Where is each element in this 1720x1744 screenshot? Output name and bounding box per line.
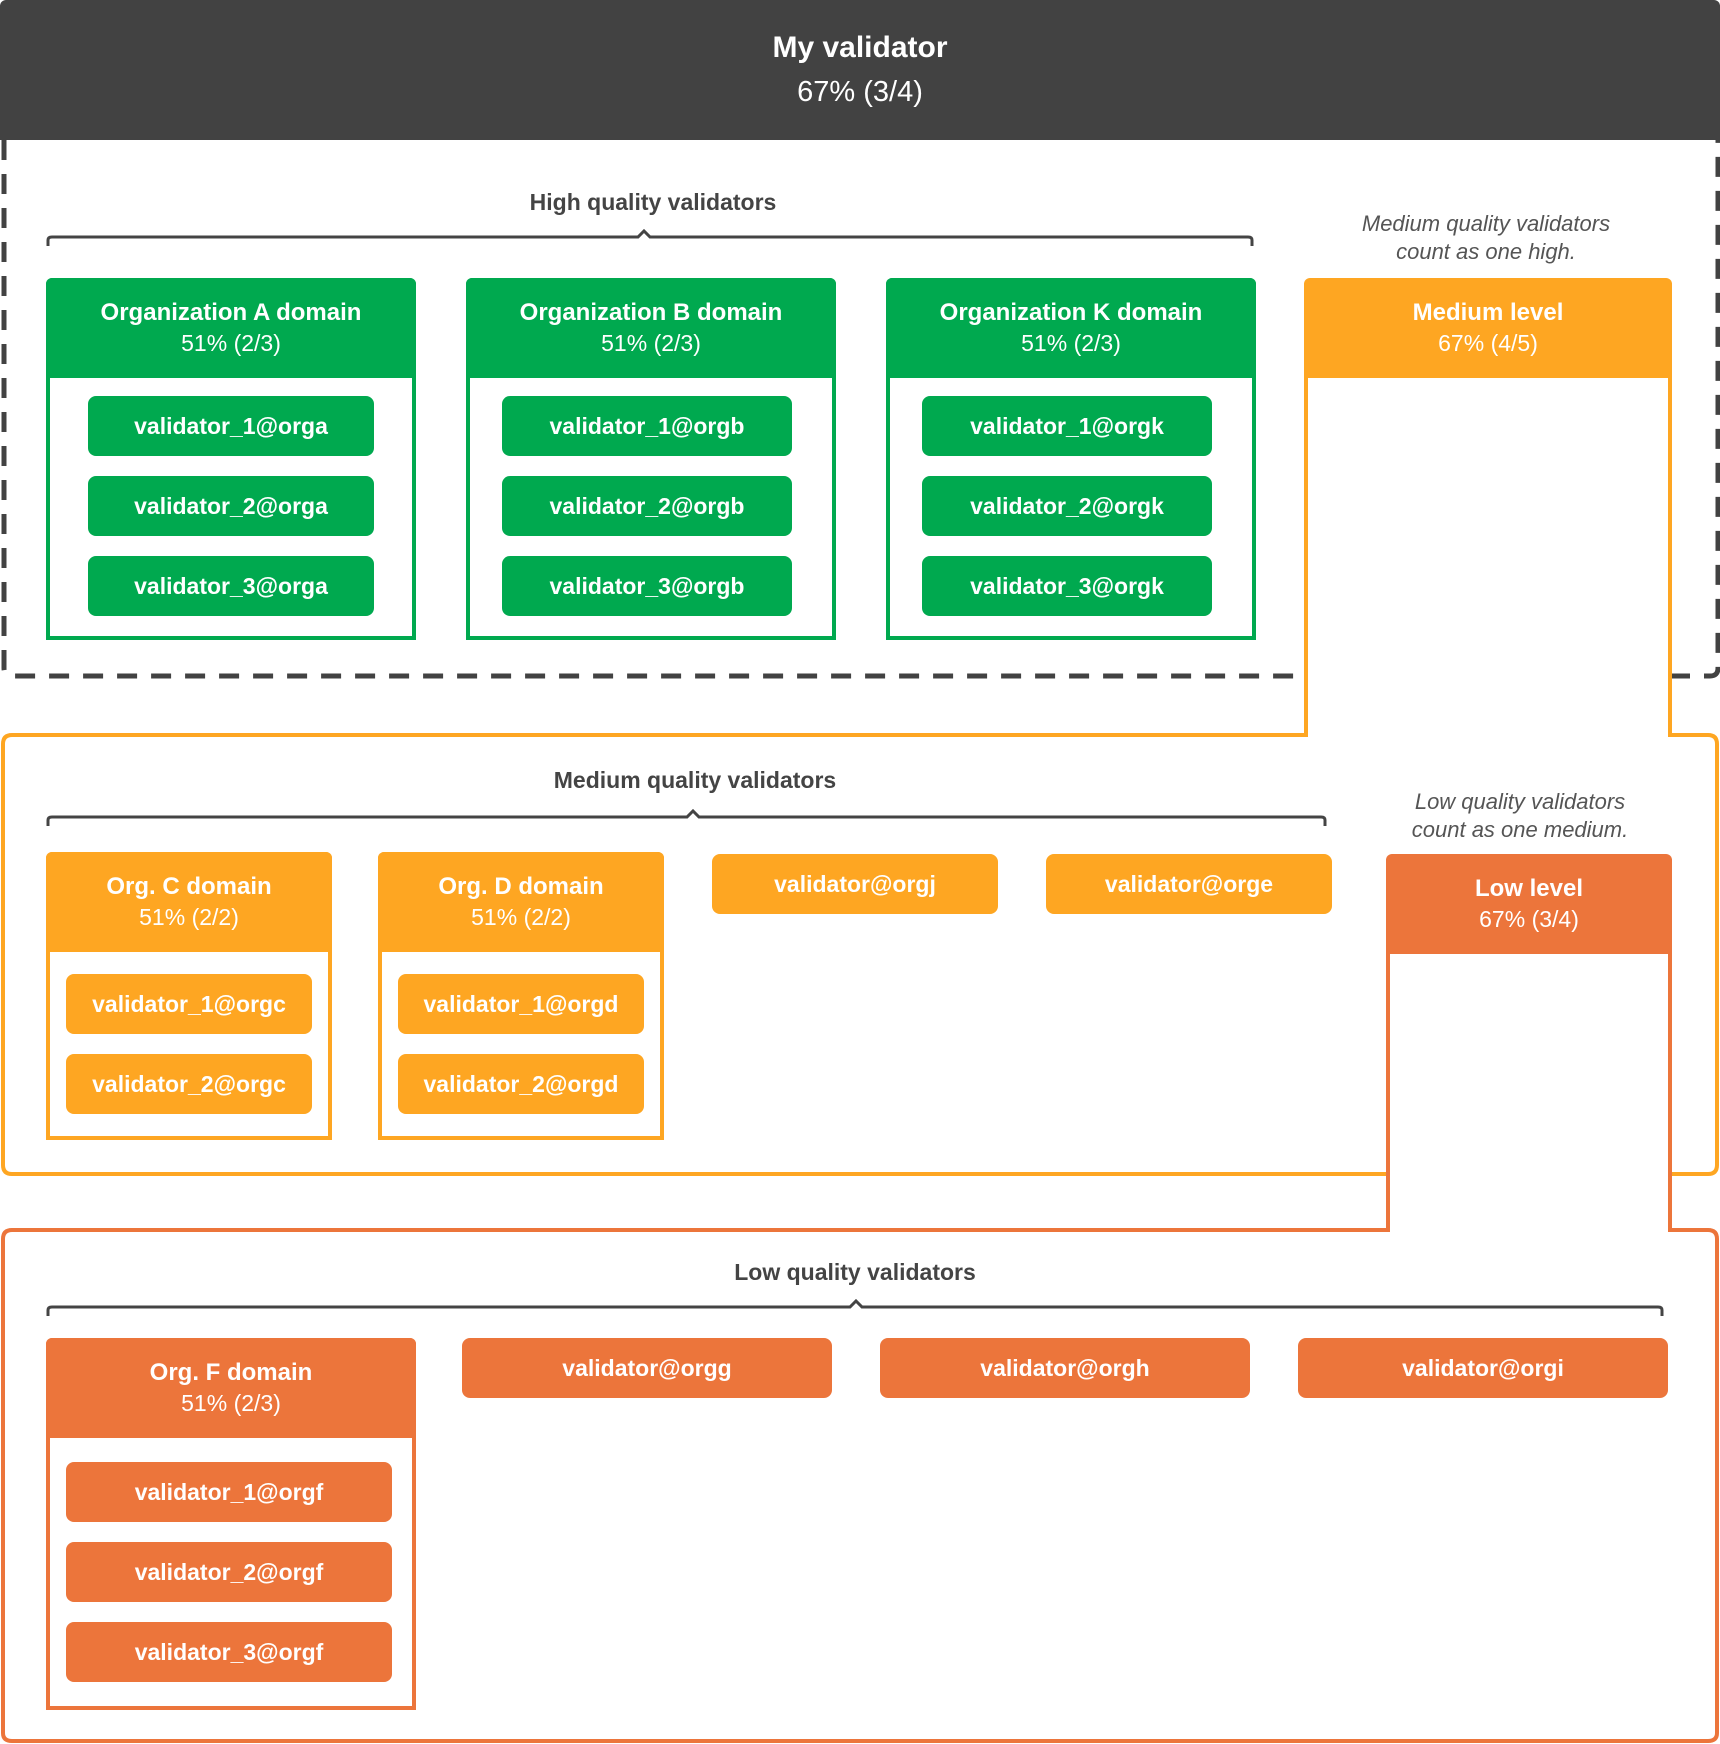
validator-1-orgf: validator_1@orgf <box>66 1462 392 1522</box>
high-bracket <box>46 228 1254 246</box>
validator-orge: validator@orge <box>1046 854 1332 914</box>
org-f-title: Org. F domain <box>149 1359 313 1386</box>
root-threshold: 67% (3/4) <box>797 76 923 108</box>
validator-1-orgd: validator_1@orgd <box>398 974 644 1034</box>
medium-note-line2: count as one medium. <box>1411 817 1629 842</box>
org-f-threshold: 51% (2/3) <box>181 1390 281 1416</box>
high-quality-label: High quality validators <box>529 189 777 215</box>
org-d-title: Org. D domain <box>438 873 604 900</box>
medium-region-border <box>1 362 1719 1176</box>
low-bracket <box>46 1298 1664 1316</box>
low-level-title: Low level <box>1474 875 1584 902</box>
org-k-threshold: 51% (2/3) <box>1021 330 1121 356</box>
high-region-border <box>1 140 1720 679</box>
validator-2-orgd: validator_2@orgd <box>398 1054 644 1114</box>
validator-2-orga: validator_2@orga <box>88 476 374 536</box>
org-b-threshold: 51% (2/3) <box>601 330 701 356</box>
validator-orgj: validator@orgj <box>712 854 998 914</box>
org-c-title: Org. C domain <box>106 873 272 900</box>
validator-orgg: validator@orgg <box>462 1338 832 1398</box>
org-a-threshold: 51% (2/3) <box>181 330 281 356</box>
medium-level-header: Medium level 67% (4/5) <box>1304 278 1672 378</box>
org-c-header: Org. C domain 51% (2/2) <box>46 852 332 952</box>
validator-2-orgk: validator_2@orgk <box>922 476 1212 536</box>
validator-1-orgb: validator_1@orgb <box>502 396 792 456</box>
validator-orgh: validator@orgh <box>880 1338 1250 1398</box>
org-c-domain: Org. C domain 51% (2/2) <box>46 852 332 1140</box>
medium-level-threshold: 67% (4/5) <box>1438 330 1538 356</box>
org-d-domain: Org. D domain 51% (2/2) <box>378 852 664 1140</box>
org-a-header: Organization A domain 51% (2/3) <box>46 278 416 378</box>
root-title: My validator <box>772 31 948 64</box>
validator-1-orgk: validator_1@orgk <box>922 396 1212 456</box>
validator-1-orgc: validator_1@orgc <box>66 974 312 1034</box>
org-b-domain: Organization B domain 51% (2/3) <box>466 278 836 640</box>
org-a-title: Organization A domain <box>100 299 362 326</box>
low-quality-label: Low quality validators <box>734 1259 976 1285</box>
org-d-header: Org. D domain 51% (2/2) <box>378 852 664 952</box>
validator-3-orgf: validator_3@orgf <box>66 1622 392 1682</box>
org-b-header: Organization B domain 51% (2/3) <box>466 278 836 378</box>
org-k-domain: Organization K domain 51% (2/3) <box>886 278 1256 640</box>
medium-bracket <box>46 808 1327 826</box>
medium-quality-label: Medium quality validators <box>553 767 837 793</box>
org-k-title: Organization K domain <box>939 299 1203 326</box>
root-validator-header: My validator 67% (3/4) <box>0 0 1720 140</box>
validator-2-orgf: validator_2@orgf <box>66 1542 392 1602</box>
low-region-border <box>0 940 1719 1743</box>
high-note-line2: count as one high. <box>1396 239 1576 264</box>
org-b-title: Organization B domain <box>519 299 783 326</box>
org-f-domain: Org. F domain 51% (2/3) <box>46 1338 416 1710</box>
org-d-threshold: 51% (2/2) <box>471 904 571 930</box>
validator-1-orga: validator_1@orga <box>88 396 374 456</box>
org-a-domain: Organization A domain 51% (2/3) <box>46 278 416 640</box>
org-k-header: Organization K domain 51% (2/3) <box>886 278 1256 378</box>
validator-2-orgc: validator_2@orgc <box>66 1054 312 1114</box>
org-f-header: Org. F domain 51% (2/3) <box>46 1338 416 1438</box>
medium-note-line1: Low quality validators <box>1414 789 1626 814</box>
org-c-threshold: 51% (2/2) <box>139 904 239 930</box>
validator-orgi: validator@orgi <box>1298 1338 1668 1398</box>
high-note-line1: Medium quality validators <box>1361 211 1611 236</box>
validator-2-orgb: validator_2@orgb <box>502 476 792 536</box>
low-level-header: Low level 67% (3/4) <box>1386 854 1672 954</box>
validator-3-orgk: validator_3@orgk <box>922 556 1212 616</box>
medium-level-title: Medium level <box>1412 299 1564 326</box>
validator-3-orga: validator_3@orga <box>88 556 374 616</box>
low-level-threshold: 67% (3/4) <box>1479 906 1579 932</box>
validator-3-orgb: validator_3@orgb <box>502 556 792 616</box>
